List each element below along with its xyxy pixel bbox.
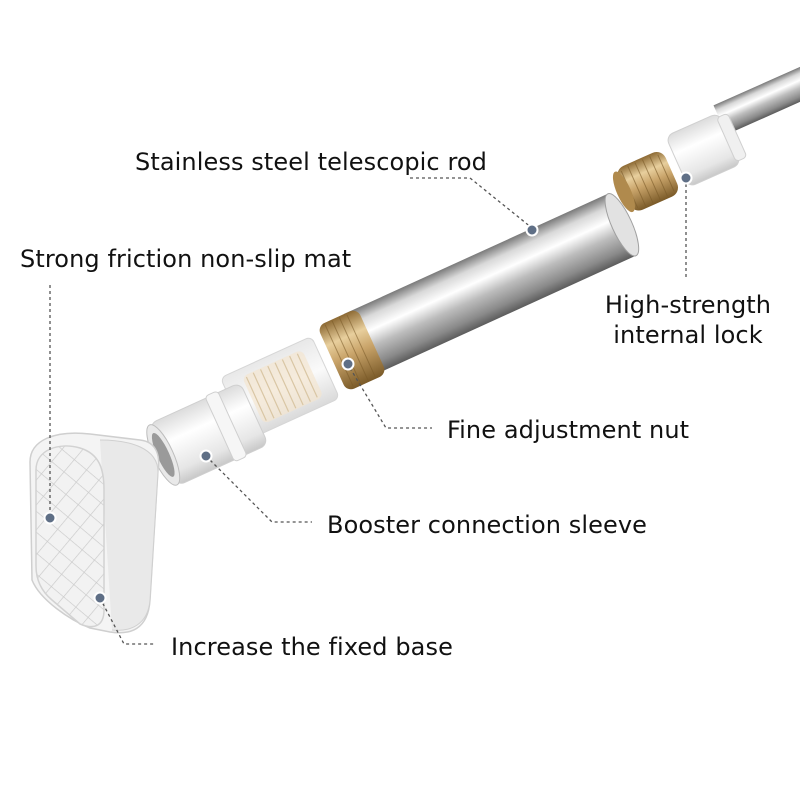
marker-base <box>93 591 107 605</box>
leader-sleeve <box>205 455 312 523</box>
label-internal-lock-line1: High-strength <box>604 291 772 319</box>
marker-sleeve <box>199 449 213 463</box>
marker-lock <box>679 171 693 185</box>
leader-base <box>99 597 156 645</box>
label-internal-lock-line2: internal lock <box>613 321 763 349</box>
booster-connection-sleeve <box>146 384 267 486</box>
marker-mat <box>43 511 57 525</box>
label-internal-lock: High-strength internal lock <box>604 290 772 350</box>
label-fixed-base: Increase the fixed base <box>171 633 453 661</box>
marker-dots <box>43 171 693 605</box>
leader-lines <box>49 177 687 645</box>
upper-white-collar <box>667 113 747 186</box>
fine-adjustment-nut <box>319 310 385 390</box>
non-slip-mat <box>35 445 105 628</box>
marker-rod <box>525 223 539 237</box>
upper-thin-rod <box>713 40 800 135</box>
internal-lock <box>612 151 679 213</box>
main-steel-tube <box>343 193 640 376</box>
label-adjustment-nut: Fine adjustment nut <box>447 416 690 444</box>
label-telescopic-rod: Stainless steel telescopic rod <box>135 148 488 176</box>
marker-nut <box>341 357 355 371</box>
label-connection-sleeve: Booster connection sleeve <box>327 511 648 539</box>
fixed-base <box>29 432 160 634</box>
label-non-slip-mat: Strong friction non-slip mat <box>20 245 352 273</box>
leader-rod <box>410 177 533 229</box>
